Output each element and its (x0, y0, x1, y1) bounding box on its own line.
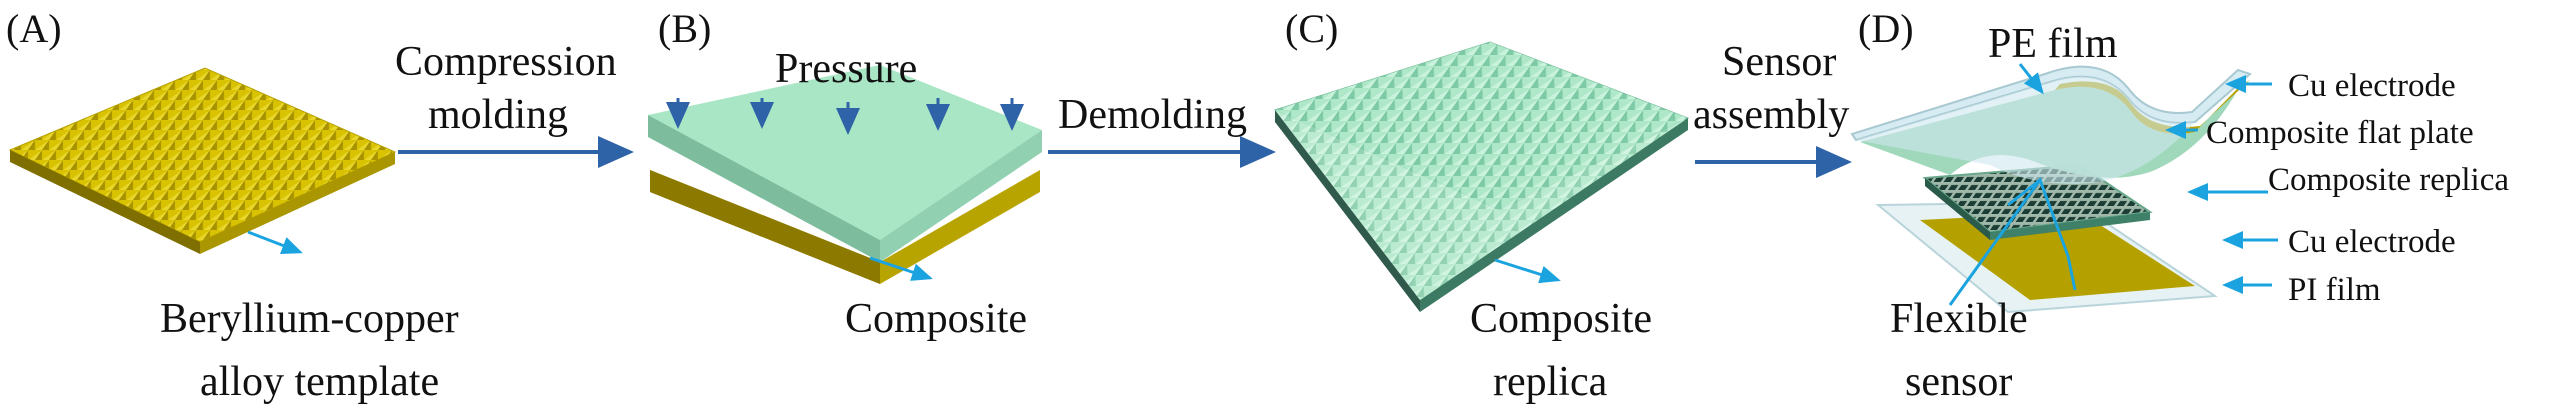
pressure-arrows (666, 98, 1024, 135)
caption-replica-line2: replica (1493, 359, 1608, 405)
composite-replica (1273, 41, 1690, 312)
caption-replica-line1: Composite (1470, 296, 1652, 342)
pe-film-label: PE film (1988, 21, 2118, 67)
panel-b-label: (B) (658, 6, 711, 51)
caption-flexible-sensor-line1: Flexible (1890, 296, 2028, 342)
callout-cu-electrode-top: Cu electrode (2288, 68, 2456, 104)
composite-on-template (648, 65, 1042, 284)
callout-line-template (247, 230, 303, 254)
caption-flexible-sensor-line2: sensor (1905, 359, 2012, 405)
step-sensor-assembly: Sensor assembly (1693, 39, 1852, 178)
step-cd-line1: Sensor (1722, 39, 1836, 85)
step-ab-line2: molding (428, 92, 568, 138)
callout-composite-replica: Composite replica (2268, 162, 2509, 198)
callout-lines-d (1948, 63, 2278, 306)
panel-a: (A) Beryllium-copper alloy template (6, 6, 459, 405)
panel-b: (B) Pressure Composite (648, 6, 1042, 342)
step-cd-line2: assembly (1693, 92, 1849, 138)
callout-line-flexible-sensor (1948, 176, 2077, 306)
callout-line-composite (869, 256, 933, 281)
callout-line-replica (1494, 258, 1561, 284)
panel-d: (D) PE film Cu el (1850, 6, 2509, 405)
callout-line-pe-film (2018, 63, 2044, 95)
callout-composite-flat-plate: Composite flat plate (2206, 115, 2474, 151)
beryllium-copper-template (8, 67, 397, 254)
panel-c: (C) Composite replica (1273, 6, 1690, 405)
step-demolding: Demolding (1048, 92, 1276, 168)
sensor-exploded-view (1850, 65, 2252, 314)
pressure-label: Pressure (775, 46, 917, 92)
caption-template-line1: Beryllium-copper (160, 296, 459, 342)
panel-c-label: (C) (1285, 6, 1338, 51)
panel-a-label: (A) (6, 6, 62, 51)
step-ab-line1: Compression (395, 39, 617, 85)
step-compression-molding: Compression molding (395, 39, 634, 168)
callout-line-flexible-sensor-branch (2007, 178, 2041, 207)
callout-cu-electrode-bottom: Cu electrode (2288, 224, 2456, 260)
caption-template-line2: alloy template (200, 359, 439, 405)
caption-composite: Composite (845, 296, 1027, 342)
step-bc: Demolding (1058, 92, 1247, 138)
panel-d-label: (D) (1858, 6, 1914, 51)
callout-pi-film: PI film (2288, 272, 2381, 308)
